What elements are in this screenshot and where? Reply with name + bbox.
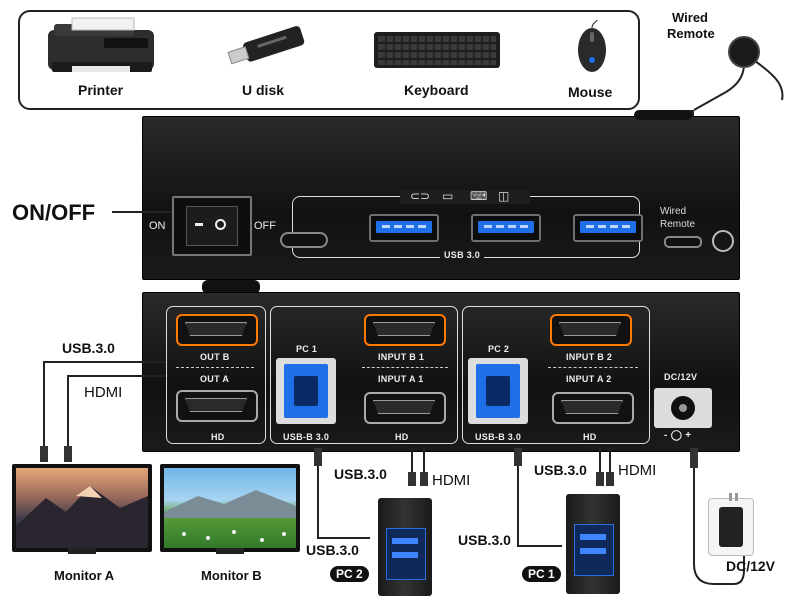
pc2-badge: PC 2 — [330, 566, 369, 582]
power-cable — [684, 444, 764, 594]
out-a-label: OUT A — [200, 374, 230, 384]
usb-a-port-1[interactable] — [369, 214, 439, 242]
wired-remote-callout-line2: Remote — [667, 26, 715, 41]
input-a1-label: INPUT A 1 — [378, 374, 424, 384]
power-adapter — [708, 493, 754, 556]
wired-remote-callout-line1: Wired — [672, 10, 708, 25]
printer-icon — [42, 16, 162, 78]
usb-b-1-label: USB-B 3.0 — [280, 432, 333, 442]
usb-group-label: USB 3.0 — [440, 250, 485, 260]
left-usb-label: USB.3.0 — [62, 340, 115, 356]
hdmi-input-a2[interactable] — [552, 392, 634, 424]
pc2-hdmi-label: HDMI — [432, 472, 471, 489]
usb-disk-icon — [222, 22, 312, 70]
pc1-hdmi-label: HDMI — [618, 462, 657, 479]
power-label: DC/12V — [726, 558, 776, 574]
usb-disk-label: U disk — [242, 82, 285, 98]
usb-a-port-2[interactable] — [471, 214, 541, 242]
pc2-usb-lower-label: USB.3.0 — [306, 542, 359, 558]
monitor-a — [12, 464, 152, 560]
pc1-tower — [566, 494, 620, 594]
wired-remote-port-label-1: Wired — [660, 206, 687, 217]
onoff-callout-line — [112, 211, 178, 213]
mouse-small-icon: ◫ — [498, 189, 510, 203]
wired-remote-button[interactable] — [728, 36, 760, 68]
usb-icons-strip: ⊂⊃ ▭ ⌨ ◫ — [400, 189, 530, 204]
pc2-label: PC 2 — [488, 344, 510, 354]
divider — [176, 367, 254, 368]
pc1-cables — [500, 444, 640, 554]
hd-mid2-label: HD — [580, 432, 600, 442]
pc2-usb-label: USB.3.0 — [334, 466, 387, 482]
divider — [548, 367, 638, 368]
polarity-label: - ◯ + — [664, 430, 692, 441]
printer-small-icon: ▭ — [442, 189, 454, 203]
hd-mid1-label: HD — [392, 432, 412, 442]
wired-remote-jack-icon — [712, 230, 734, 252]
keyboard-label: Keyboard — [404, 82, 469, 98]
onoff-callout: ON/OFF — [12, 200, 96, 225]
dc-jack[interactable] — [654, 388, 712, 428]
usb-a-port-3[interactable] — [573, 214, 643, 242]
usb-b-port-1[interactable] — [276, 358, 336, 424]
monitor-b — [160, 464, 300, 560]
output-frame — [166, 306, 266, 444]
power-switch[interactable] — [186, 206, 238, 246]
pc2-cables — [300, 444, 440, 554]
wired-remote-port[interactable] — [664, 236, 702, 248]
usb-icon: ⊂⊃ — [410, 189, 431, 203]
dc-label: DC/12V — [664, 372, 698, 382]
hdmi-input-b2[interactable] — [550, 314, 632, 346]
wired-remote-port-label-2: Remote — [660, 219, 696, 230]
left-cables — [30, 356, 170, 466]
foot — [202, 280, 260, 294]
pc1-label: PC 1 — [296, 344, 318, 354]
input-a2-label: INPUT A 2 — [566, 374, 612, 384]
printer-label: Printer — [78, 82, 124, 98]
pc1-usb-label: USB.3.0 — [534, 462, 587, 478]
pc2-tower — [378, 498, 432, 596]
usb-b-2-label: USB-B 3.0 — [472, 432, 525, 442]
divider — [362, 367, 448, 368]
switch-off-label: OFF — [254, 220, 276, 232]
pc1-badge: PC 1 — [522, 566, 561, 582]
pc1-usb-lower-label: USB.3.0 — [458, 532, 511, 548]
input-b2-label: INPUT B 2 — [566, 352, 613, 362]
input-b1-label: INPUT B 1 — [378, 352, 425, 362]
pc2-frame — [462, 306, 650, 444]
out-b-label: OUT B — [200, 352, 230, 362]
pc1-frame — [270, 306, 458, 444]
usb-c-port[interactable] — [280, 232, 328, 248]
keyboard-small-icon: ⌨ — [470, 189, 488, 203]
monitor-a-label: Monitor A — [54, 568, 115, 583]
hd-left-label: HD — [208, 432, 228, 442]
hdmi-input-b1[interactable] — [364, 314, 446, 346]
monitor-b-label: Monitor B — [201, 568, 262, 583]
usb-b-port-2[interactable] — [468, 358, 528, 424]
mouse-label: Mouse — [568, 84, 613, 100]
hdmi-input-a1[interactable] — [364, 392, 446, 424]
switch-on-label: ON — [149, 220, 166, 232]
foot — [634, 110, 692, 120]
left-hdmi-label: HDMI — [84, 384, 123, 401]
hdmi-out-a[interactable] — [176, 390, 258, 422]
keyboard-icon — [372, 28, 502, 70]
hdmi-out-b[interactable] — [176, 314, 258, 346]
mouse-icon — [572, 17, 612, 76]
